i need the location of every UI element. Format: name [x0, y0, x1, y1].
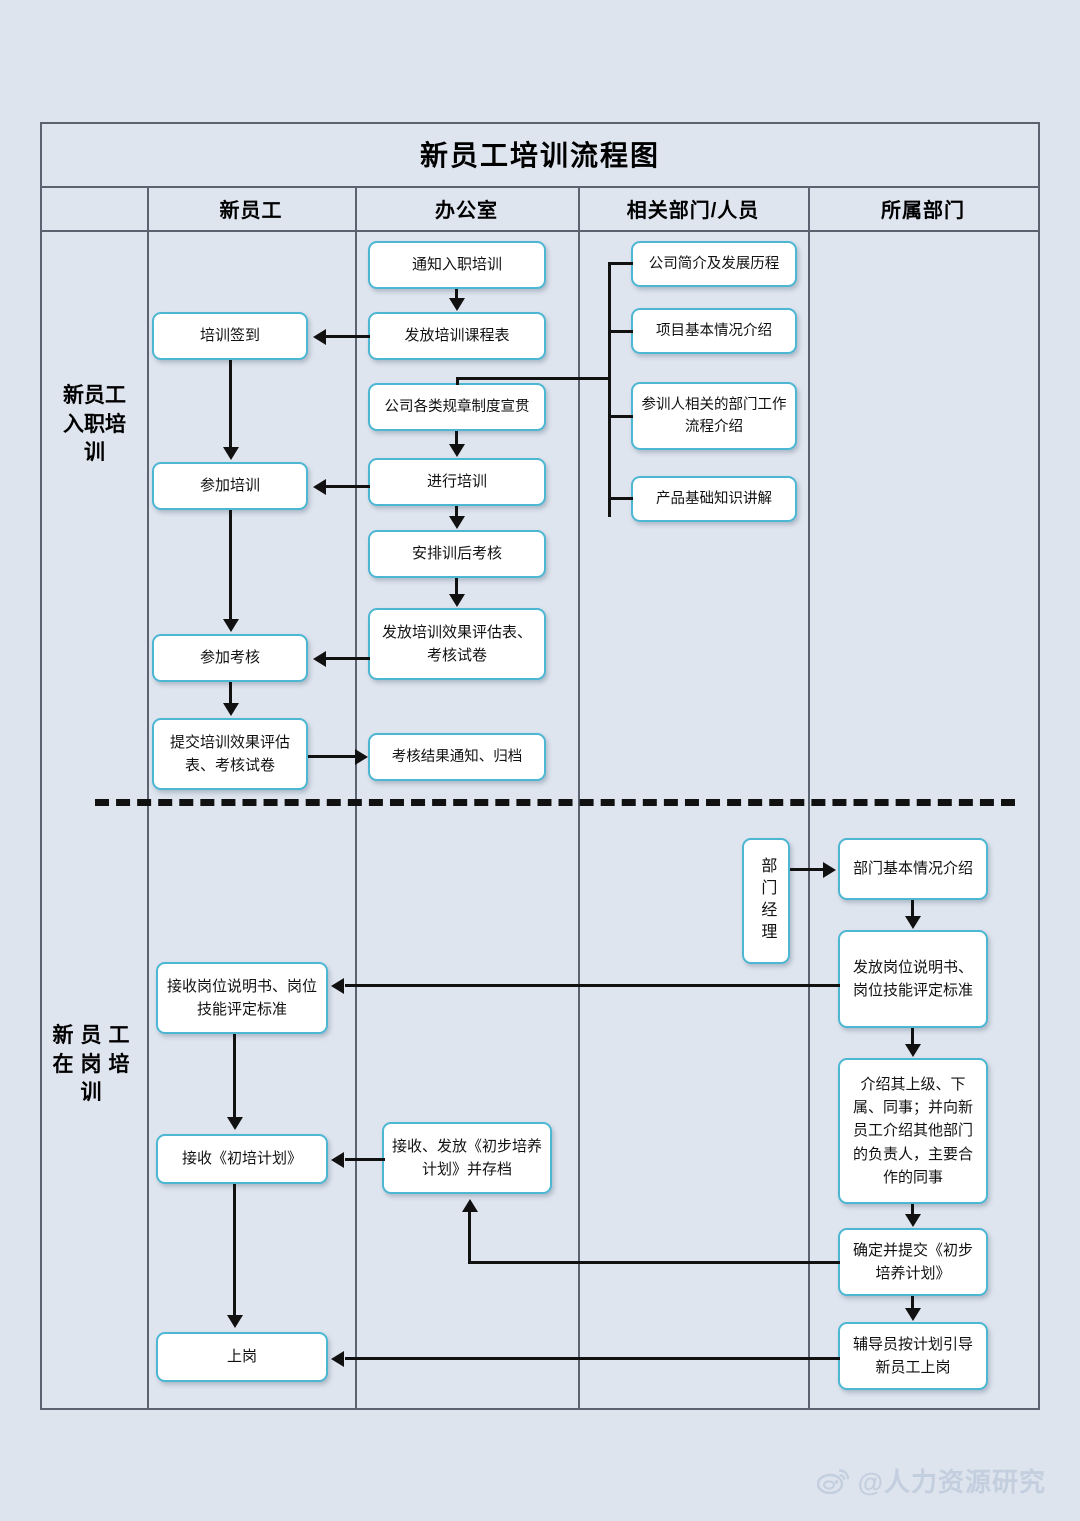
arrowhead-dept-2 — [905, 1214, 921, 1227]
connector-emp-jobdesc-to-plan — [233, 1034, 236, 1118]
section-label-onboarding: 新员工入职培训 — [63, 384, 126, 465]
node-attend-exam[interactable]: 参加考核 — [152, 634, 308, 682]
connector-signin-to-attend — [229, 360, 232, 448]
connector-dept-1 — [911, 1028, 914, 1045]
connector-devplan-to-office-v — [468, 1212, 471, 1264]
connector-office-5 — [455, 578, 458, 595]
arrowhead-startjob-left — [331, 1351, 344, 1367]
arrowhead-emp-1 — [223, 447, 239, 460]
arrowhead-start-job — [227, 1315, 243, 1328]
connector-bracket-branch-2 — [608, 415, 633, 418]
frame-col-divider-3 — [808, 186, 810, 1408]
node-conduct-training[interactable]: 进行培训 — [368, 458, 546, 506]
section-label-onjob: 新员工在岗培训 — [52, 1024, 137, 1105]
connector-manager-to-overview — [790, 868, 824, 871]
arrowhead-dept-0 — [905, 916, 921, 929]
connector-exam-to-submit — [229, 682, 232, 704]
connector-dept-0 — [911, 900, 914, 917]
arrowhead-dept-1 — [905, 1044, 921, 1057]
node-receive-job-description[interactable]: 接收岗位说明书、岗位技能评定标准 — [156, 962, 328, 1034]
node-issue-job-description[interactable]: 发放岗位说明书、岗位技能评定标准 — [838, 930, 988, 1028]
arrowhead-receive-plan — [227, 1117, 243, 1130]
arrowhead-archive — [355, 749, 368, 765]
weibo-icon — [816, 1467, 851, 1494]
node-attend-training[interactable]: 参加培训 — [152, 462, 308, 510]
arrowhead-office-5 — [449, 594, 465, 607]
node-project-overview[interactable]: 项目基本情况介绍 — [631, 308, 797, 354]
node-submit-dev-plan[interactable]: 确定并提交《初步培养计划》 — [838, 1228, 988, 1296]
arrowhead-plan-left — [331, 1152, 344, 1168]
node-issue-eval-form-exam[interactable]: 发放培训效果评估表、考核试卷 — [368, 608, 546, 680]
connector-bracket-trunk — [608, 262, 611, 517]
frame-col-divider-1 — [355, 186, 357, 1408]
node-receive-issue-dev-plan[interactable]: 接收、发放《初步培养计划》并存档 — [382, 1122, 552, 1194]
frame-divider-header — [42, 230, 1038, 232]
connector-mentor-to-startjob — [345, 1357, 840, 1360]
node-introduce-colleagues[interactable]: 介绍其上级、下属、同事；并向新员工介绍其他部门的负责人，主要合作的同事 — [838, 1058, 988, 1204]
arrowhead-emp-2 — [223, 619, 239, 632]
connector-office-1 — [455, 289, 458, 299]
connector-attend-to-exam — [229, 510, 232, 620]
arrowhead-office-devplan — [462, 1199, 478, 1212]
connector-rules-stub — [456, 377, 459, 385]
node-training-signin[interactable]: 培训签到 — [152, 312, 308, 360]
connector-office-to-emp-plan — [345, 1158, 385, 1161]
arrowhead-office-4 — [449, 516, 465, 529]
connector-bracket-branch-1 — [608, 330, 633, 333]
connector-office-4 — [455, 506, 458, 517]
connector-bracket-branch-0 — [608, 262, 633, 265]
arrowhead-emp-3 — [223, 703, 239, 716]
connector-bracket-feed — [456, 377, 611, 380]
arrowhead-attend-training — [313, 479, 326, 495]
node-company-intro-history[interactable]: 公司简介及发展历程 — [631, 241, 797, 287]
node-arrange-post-exam[interactable]: 安排训后考核 — [368, 530, 546, 578]
connector-training-to-attend — [325, 485, 370, 488]
column-header-new-employee: 新员工 — [219, 199, 283, 222]
connector-bracket-branch-3 — [608, 497, 633, 500]
connector-issue-to-attend-exam — [325, 657, 370, 660]
connector-schedule-to-signin — [325, 335, 370, 338]
arrowhead-receive-jobdesc — [331, 978, 344, 994]
arrowhead-attend-exam — [313, 651, 326, 667]
node-dept-manager[interactable]: 部门经理 — [742, 838, 790, 964]
node-submit-eval-exam[interactable]: 提交培训效果评估表、考核试卷 — [152, 718, 308, 790]
node-notify-orientation[interactable]: 通知入职培训 — [368, 241, 546, 289]
column-header-office: 办公室 — [435, 199, 498, 222]
connector-emp-plan-to-job — [233, 1184, 236, 1316]
frame-col-divider-2 — [578, 186, 580, 1408]
arrowhead-signin — [313, 329, 326, 345]
watermark-handle: @人力资源研究 — [857, 1467, 1046, 1497]
column-header-related-dept: 相关部门/人员 — [626, 199, 760, 222]
node-start-job[interactable]: 上岗 — [156, 1332, 328, 1382]
frame-divider-title — [42, 186, 1038, 188]
node-receive-training-plan[interactable]: 接收《初培计划》 — [156, 1134, 328, 1184]
connector-devplan-to-office-h — [468, 1261, 840, 1264]
connector-submit-to-archive — [308, 755, 356, 758]
connector-office-3 — [455, 431, 458, 445]
column-header-owning-dept: 所属部门 — [881, 199, 965, 222]
page-title: 新员工培训流程图 — [419, 140, 660, 171]
node-company-rules-briefing[interactable]: 公司各类规章制度宣贯 — [368, 383, 546, 431]
arrowhead-office-1 — [449, 298, 465, 311]
node-issue-course-schedule[interactable]: 发放培训课程表 — [368, 312, 546, 360]
node-mentor-guides-onboarding[interactable]: 辅导员按计划引导新员工上岗 — [838, 1322, 988, 1390]
node-product-basics[interactable]: 产品基础知识讲解 — [631, 476, 797, 522]
section-divider-dashed — [95, 799, 1015, 806]
arrowhead-dept-3 — [905, 1308, 921, 1321]
node-trainee-dept-workflow[interactable]: 参训人相关的部门工作流程介绍 — [631, 382, 797, 450]
connector-dept-3 — [911, 1296, 914, 1309]
node-exam-result-notify-archive[interactable]: 考核结果通知、归档 — [368, 733, 546, 781]
arrowhead-dept-overview — [823, 862, 836, 878]
arrowhead-office-3 — [449, 444, 465, 457]
connector-dept-2 — [911, 1204, 914, 1215]
node-dept-overview[interactable]: 部门基本情况介绍 — [838, 838, 988, 900]
frame-col-divider-0 — [147, 186, 149, 1408]
watermark: @人力资源研究 — [816, 1462, 1046, 1499]
connector-jobdesc-to-employee — [345, 984, 840, 987]
